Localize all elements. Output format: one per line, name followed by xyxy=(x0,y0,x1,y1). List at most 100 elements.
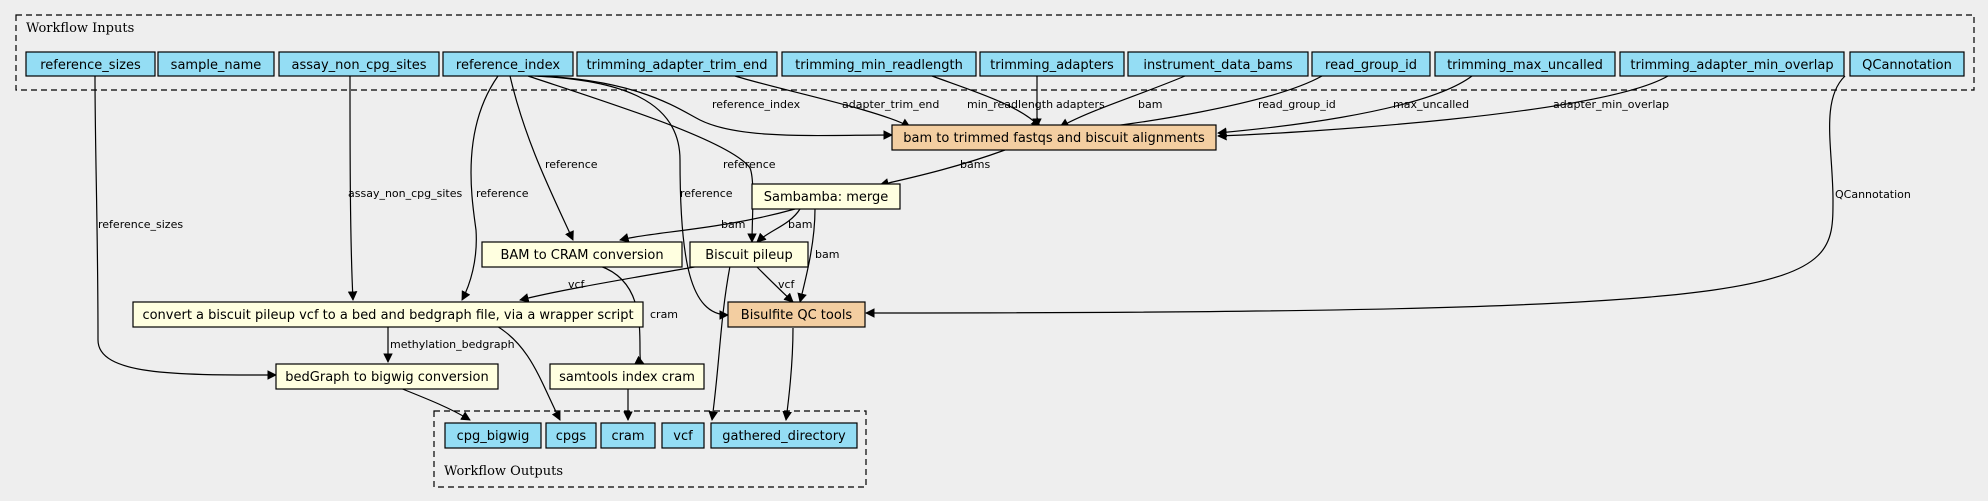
edge-bigwig-to-cpg-bigwig xyxy=(399,387,471,421)
edge-label-adapters: adapters xyxy=(1056,98,1105,111)
input-label-instrument-data-bams: instrument_data_bams xyxy=(1143,58,1292,73)
workflow-outputs-cluster: Workflow Outputs xyxy=(433,410,867,488)
output-label-cpgs: cpgs xyxy=(556,429,587,444)
edge-reference-to-convert: reference xyxy=(461,75,529,301)
input-label-qcannotation: QCannotation xyxy=(1862,58,1952,73)
edge-label-bam-1: bam xyxy=(1138,98,1162,111)
edge-assay-non-cpg-sites: assay_non_cpg_sites xyxy=(347,75,463,301)
input-node-trimming-max-uncalled[interactable]: trimming_max_uncalled xyxy=(1434,51,1616,77)
input-node-instrument-data-bams[interactable]: instrument_data_bams xyxy=(1127,51,1309,77)
edge-read-group-id: read_group_id xyxy=(1079,75,1336,134)
edge-label-reference-1: reference xyxy=(476,187,529,200)
step-label-bam-to-cram: BAM to CRAM conversion xyxy=(500,248,663,263)
input-label-trimming-adapters: trimming_adapters xyxy=(990,58,1114,73)
input-label-trimming-max-uncalled: trimming_max_uncalled xyxy=(1447,58,1603,73)
input-node-assay-non-cpg-sites[interactable]: assay_non_cpg_sites xyxy=(278,51,440,77)
input-label-trimming-adapter-min-overlap: trimming_adapter_min_overlap xyxy=(1630,58,1833,73)
edge-reference-sizes: reference_sizes xyxy=(94,75,277,380)
step-node-bedgraph-to-bigwig[interactable]: bedGraph to bigwig conversion xyxy=(275,363,499,390)
step-label-bam-to-trimmed: bam to trimmed fastqs and biscuit alignm… xyxy=(903,131,1205,146)
edge-sambamba-to-bisulfite: bam xyxy=(797,208,839,303)
edge-label-vcf-2: vcf xyxy=(778,278,796,291)
input-node-trimming-adapter-min-overlap[interactable]: trimming_adapter_min_overlap xyxy=(1619,51,1845,77)
output-label-gathered-directory: gathered_directory xyxy=(722,429,846,444)
edge-label-reference-2: reference xyxy=(545,158,598,171)
step-node-sambamba-merge[interactable]: Sambamba: merge xyxy=(751,183,901,210)
edge-label-vcf-1: vcf xyxy=(568,278,586,291)
output-label-cram: cram xyxy=(611,429,644,444)
step-label-sambamba-merge: Sambamba: merge xyxy=(764,190,889,205)
step-node-bisulfite-qc[interactable]: Bisulfite QC tools xyxy=(727,301,866,328)
edge-qcannotation: QCannotation xyxy=(865,75,1911,318)
edge-methylation-bedgraph: methylation_bedgraph xyxy=(383,325,515,363)
edge-pileup-to-vcf-output xyxy=(708,265,731,421)
edge-sambamba-to-biscuit-pileup: bam xyxy=(756,208,812,243)
step-label-bedgraph-to-bigwig: bedGraph to bigwig conversion xyxy=(285,370,488,385)
output-label-vcf: vcf xyxy=(673,429,693,444)
output-node-cram[interactable]: cram xyxy=(600,422,656,449)
edge-label-methylation-bedgraph: methylation_bedgraph xyxy=(390,338,515,351)
edge-label-bam-2: bam xyxy=(721,218,745,231)
workflow-inputs-cluster: Workflow Inputs xyxy=(15,14,1975,91)
input-label-assay-non-cpg-sites: assay_non_cpg_sites xyxy=(291,58,426,73)
workflow-inputs-label: Workflow Inputs xyxy=(26,21,134,36)
edge-instrument-data-bams: bam xyxy=(1059,75,1186,128)
edge-bams: bams xyxy=(879,149,1006,188)
input-label-trimming-min-readlength: trimming_min_readlength xyxy=(795,58,963,73)
edge-bisulfite-to-gathered xyxy=(782,327,794,421)
edge-reference-to-bisulfite: reference xyxy=(534,75,733,320)
edge-label-bams: bams xyxy=(960,158,990,171)
edge-reference-index: reference_index xyxy=(537,75,893,140)
edge-label-bam-3: bam xyxy=(788,218,812,231)
step-node-bam-to-cram[interactable]: BAM to CRAM conversion xyxy=(481,241,683,268)
edge-label-reference-sizes: reference_sizes xyxy=(98,218,183,231)
edge-convert-to-cpgs xyxy=(494,324,561,421)
step-node-samtools-index[interactable]: samtools index cram xyxy=(549,363,705,390)
edge-label-min-readlength: min_readlength xyxy=(967,98,1053,111)
input-node-trimming-adapter-trim-end[interactable]: trimming_adapter_trim_end xyxy=(576,51,778,77)
edge-min-readlength: min_readlength xyxy=(931,75,1053,128)
output-node-cpg-bigwig[interactable]: cpg_bigwig xyxy=(444,422,542,449)
edge-adapters: adapters xyxy=(1032,76,1105,128)
input-node-read-group-id[interactable]: read_group_id xyxy=(1311,51,1431,77)
input-label-reference-sizes: reference_sizes xyxy=(40,58,141,73)
step-label-samtools-index: samtools index cram xyxy=(559,370,695,385)
step-label-bisulfite-qc: Bisulfite QC tools xyxy=(741,308,853,323)
output-node-vcf[interactable]: vcf xyxy=(661,422,705,449)
edge-adapter-min-overlap: adapter_min_overlap xyxy=(1217,75,1669,141)
edge-max-uncalled: max_uncalled xyxy=(1217,75,1473,137)
output-label-cpg-bigwig: cpg_bigwig xyxy=(457,429,530,444)
input-node-sample-name[interactable]: sample_name xyxy=(157,51,275,77)
input-node-trimming-min-readlength[interactable]: trimming_min_readlength xyxy=(781,51,977,77)
step-label-biscuit-pileup: Biscuit pileup xyxy=(705,248,793,263)
edge-cram: cram xyxy=(599,265,678,365)
edge-label-read-group-id: read_group_id xyxy=(1258,98,1336,111)
step-label-convert-pileup: convert a biscuit pileup vcf to a bed an… xyxy=(142,308,633,323)
edge-adapter-trim-end: adapter_trim_end xyxy=(734,75,939,128)
input-label-trimming-adapter-trim-end: trimming_adapter_trim_end xyxy=(586,58,767,73)
edge-label-reference-index: reference_index xyxy=(712,98,801,111)
input-node-trimming-adapters[interactable]: trimming_adapters xyxy=(979,51,1125,77)
edge-label-bam-4: bam xyxy=(815,248,839,261)
step-node-biscuit-pileup[interactable]: Biscuit pileup xyxy=(689,241,809,268)
input-node-reference-sizes[interactable]: reference_sizes xyxy=(25,51,156,77)
edge-label-reference-3: reference xyxy=(680,187,733,200)
workflow-outputs-label: Workflow Outputs xyxy=(444,464,563,479)
edge-label-cram: cram xyxy=(650,308,678,321)
edge-pileup-vcf-to-bisulfite: vcf xyxy=(755,265,796,303)
input-node-qcannotation[interactable]: QCannotation xyxy=(1849,51,1965,77)
output-node-gathered-directory[interactable]: gathered_directory xyxy=(710,422,858,449)
edge-sambamba-to-bam-to-cram: bam xyxy=(619,208,796,243)
edge-label-adapter-min-overlap: adapter_min_overlap xyxy=(1553,98,1669,111)
edge-label-qcannotation: QCannotation xyxy=(1835,188,1911,201)
edge-pileup-vcf-to-convert: vcf xyxy=(519,265,701,303)
input-node-reference-index[interactable]: reference_index xyxy=(442,51,574,77)
input-label-reference-index: reference_index xyxy=(456,58,560,73)
edge-label-assay-non-cpg-sites: assay_non_cpg_sites xyxy=(348,187,463,200)
edge-label-reference-4: reference xyxy=(723,158,776,171)
step-node-bam-to-trimmed[interactable]: bam to trimmed fastqs and biscuit alignm… xyxy=(891,124,1217,151)
step-node-convert-pileup[interactable]: convert a biscuit pileup vcf to a bed an… xyxy=(132,301,644,328)
output-node-cpgs[interactable]: cpgs xyxy=(545,422,597,449)
input-label-sample-name: sample_name xyxy=(171,58,262,73)
